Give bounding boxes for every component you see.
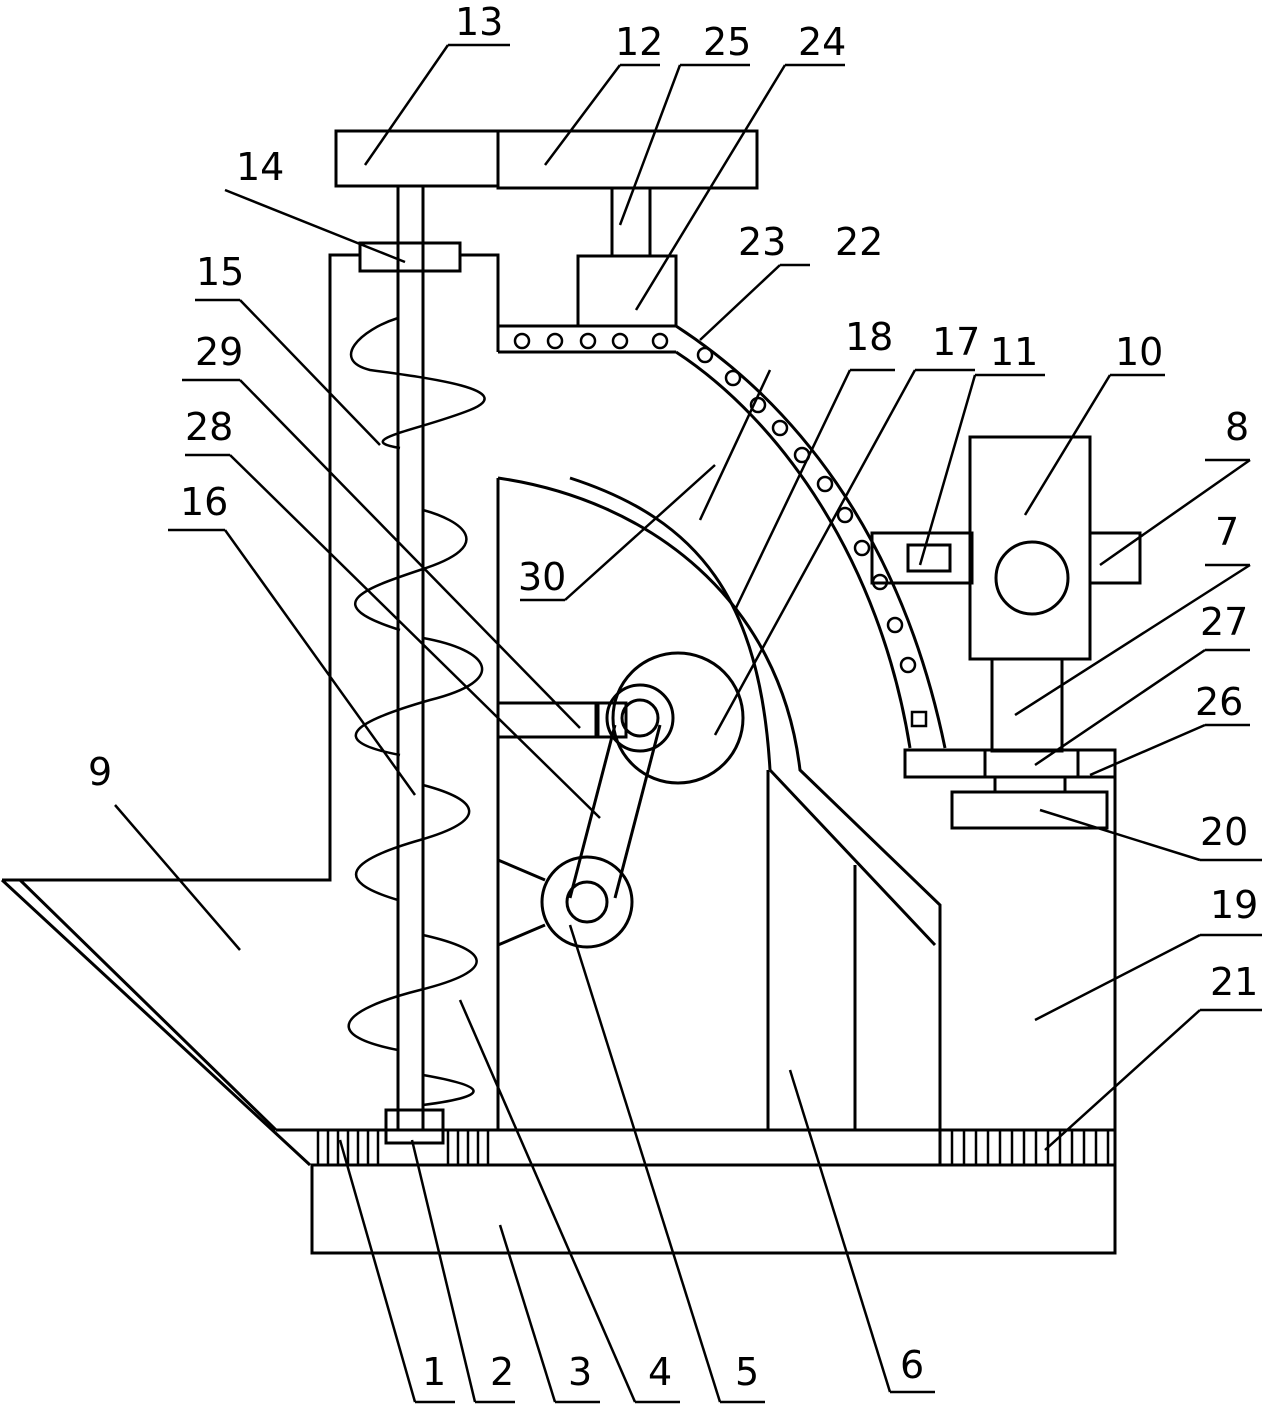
label-21: 21 — [1210, 960, 1258, 1004]
label-8: 8 — [1225, 405, 1249, 449]
label-7: 7 — [1215, 510, 1239, 554]
label-22: 22 — [835, 220, 883, 264]
crushing-plate — [497, 476, 942, 1130]
label-24: 24 — [798, 20, 846, 64]
label-4: 4 — [648, 1350, 672, 1394]
label-6: 6 — [900, 1343, 924, 1387]
motor-10 — [968, 435, 1092, 661]
motor-13 — [334, 129, 500, 188]
label-26: 26 — [1195, 680, 1243, 724]
label-18: 18 — [845, 315, 893, 359]
label-15: 15 — [196, 250, 244, 294]
screw-shaft — [396, 184, 425, 1132]
base-plate — [310, 1163, 1117, 1255]
block-20 — [950, 790, 1109, 830]
wheel-5 — [540, 855, 634, 949]
label-27: 27 — [1200, 600, 1248, 644]
bearing-14 — [358, 241, 462, 273]
shaft-7 — [990, 657, 1064, 753]
screw-blade — [347, 316, 486, 1107]
bracket-11 — [870, 531, 974, 585]
screw-housing — [460, 253, 500, 352]
motor-12 — [496, 129, 759, 190]
label-25: 25 — [703, 20, 751, 64]
grating-left — [276, 1128, 940, 1165]
bearing-2 — [384, 1108, 445, 1145]
label-30: 30 — [518, 555, 566, 599]
label-14: 14 — [236, 145, 284, 189]
label-3: 3 — [568, 1350, 592, 1394]
gear-17 — [611, 651, 745, 785]
label-29: 29 — [195, 330, 243, 374]
label-10: 10 — [1115, 330, 1163, 374]
arm-29 — [496, 701, 600, 739]
label-11: 11 — [990, 330, 1038, 374]
label-1: 1 — [422, 1350, 446, 1394]
label-2: 2 — [490, 1350, 514, 1394]
label-17: 17 — [932, 320, 980, 364]
leader-lines — [114, 43, 1262, 1404]
bracket-8 — [1088, 531, 1142, 585]
plate-27 — [903, 748, 1117, 779]
grating-right — [938, 1128, 1117, 1167]
label-28: 28 — [185, 405, 233, 449]
feed-hopper — [2, 253, 360, 882]
label-16: 16 — [180, 480, 228, 524]
label-19: 19 — [1210, 883, 1258, 927]
label-9: 9 — [88, 750, 112, 794]
label-5: 5 — [735, 1350, 759, 1394]
label-23: 23 — [738, 220, 786, 264]
label-20: 20 — [1200, 810, 1248, 854]
label-12: 12 — [615, 20, 663, 64]
label-13: 13 — [455, 0, 503, 44]
